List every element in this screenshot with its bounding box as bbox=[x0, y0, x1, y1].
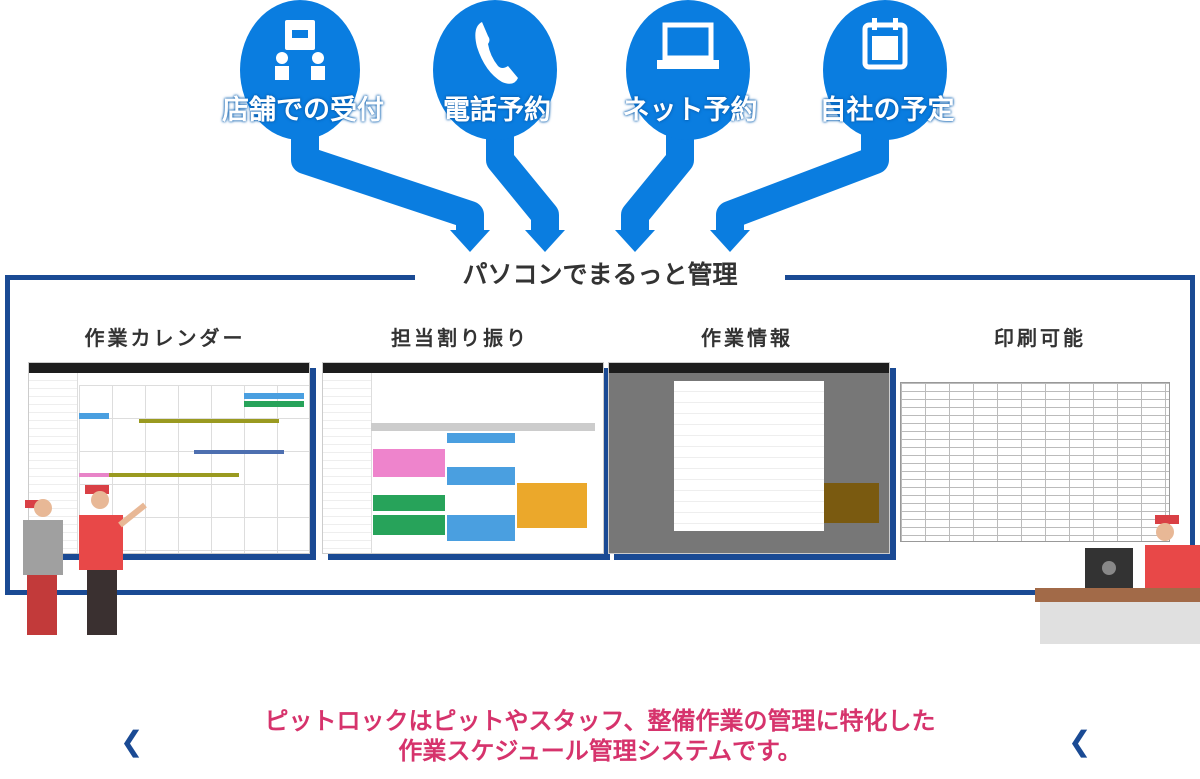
tagline-line1: ピットロックはピットやスタッフ、整備作業の管理に特化した bbox=[264, 707, 936, 735]
assignment-screenshot bbox=[322, 362, 604, 554]
reception-counter-icon bbox=[275, 20, 325, 80]
next-button[interactable]: ❮ bbox=[1068, 725, 1092, 758]
screen-label-calendar: 作業カレンダー bbox=[84, 326, 246, 350]
phone-icon bbox=[475, 22, 518, 84]
tagline: ピットロックはピットやスタッフ、整備作業の管理に特化した 作業スケジュール管理シ… bbox=[150, 706, 1050, 766]
arrow-store bbox=[291, 130, 484, 232]
work-info-screenshot bbox=[608, 362, 890, 554]
print-screenshot bbox=[900, 362, 1180, 552]
mechanics-illustration bbox=[23, 485, 147, 635]
laptop-icon bbox=[657, 22, 719, 69]
arrow-net bbox=[621, 130, 694, 232]
channel-arrows bbox=[240, 0, 947, 252]
channel-label-store: 店舗での受付 bbox=[222, 95, 384, 126]
screen-label-info: 作業情報 bbox=[701, 326, 793, 350]
channel-label-phone: 電話予約 bbox=[443, 95, 551, 126]
frame-title: パソコンでまるっと管理 bbox=[415, 255, 785, 295]
prev-button[interactable]: ❮ bbox=[120, 725, 144, 758]
channel-label-own: 自社の予定 bbox=[819, 95, 955, 126]
screen-label-print: 印刷可能 bbox=[994, 326, 1086, 350]
arrow-phone bbox=[486, 130, 559, 232]
tagline-line2: 作業スケジュール管理システムです。 bbox=[398, 737, 802, 765]
modal-dialog bbox=[674, 381, 824, 531]
arrow-own bbox=[716, 130, 889, 232]
calendar-icon bbox=[862, 18, 908, 70]
screen-label-assign: 担当割り振り bbox=[391, 326, 529, 350]
receptionist-illustration bbox=[1035, 515, 1200, 644]
channel-label-net: ネット予約 bbox=[622, 95, 758, 126]
